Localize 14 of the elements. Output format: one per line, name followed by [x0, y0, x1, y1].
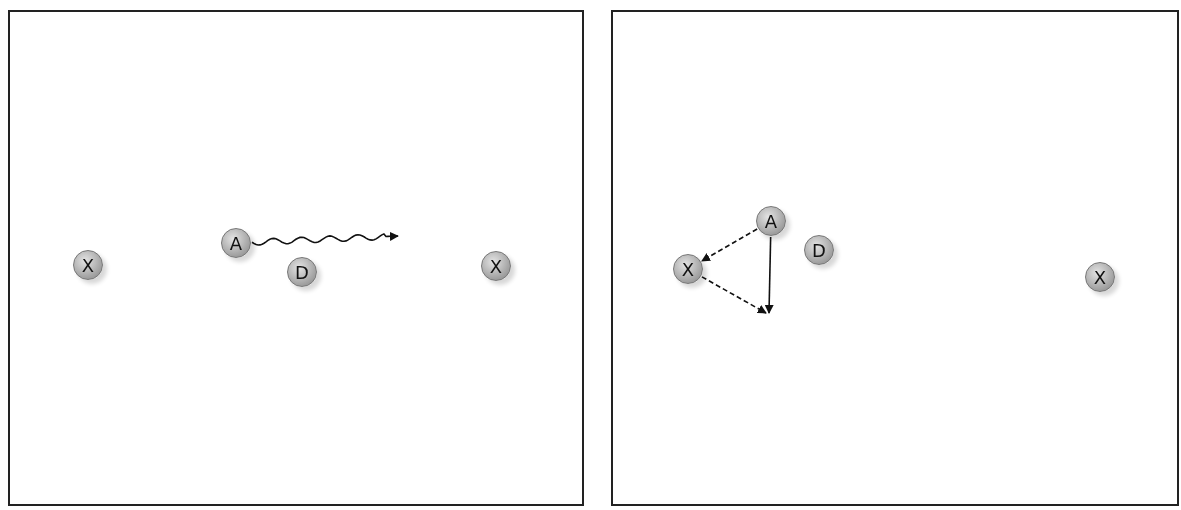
- player-marker: A: [756, 206, 786, 236]
- arrow: [764, 236, 774, 314]
- player-marker: X: [673, 254, 703, 284]
- wavy-arrow: [251, 231, 399, 246]
- player-marker: X: [481, 251, 511, 281]
- player-marker: D: [287, 257, 317, 287]
- court-panel: [611, 10, 1179, 506]
- player-marker: X: [73, 250, 103, 280]
- player-marker: X: [1085, 262, 1115, 292]
- dashed-arrow: [701, 276, 767, 314]
- player-marker: D: [804, 235, 834, 265]
- court-panel: [8, 10, 584, 506]
- player-marker: A: [221, 228, 251, 258]
- dashed-arrow: [701, 228, 758, 262]
